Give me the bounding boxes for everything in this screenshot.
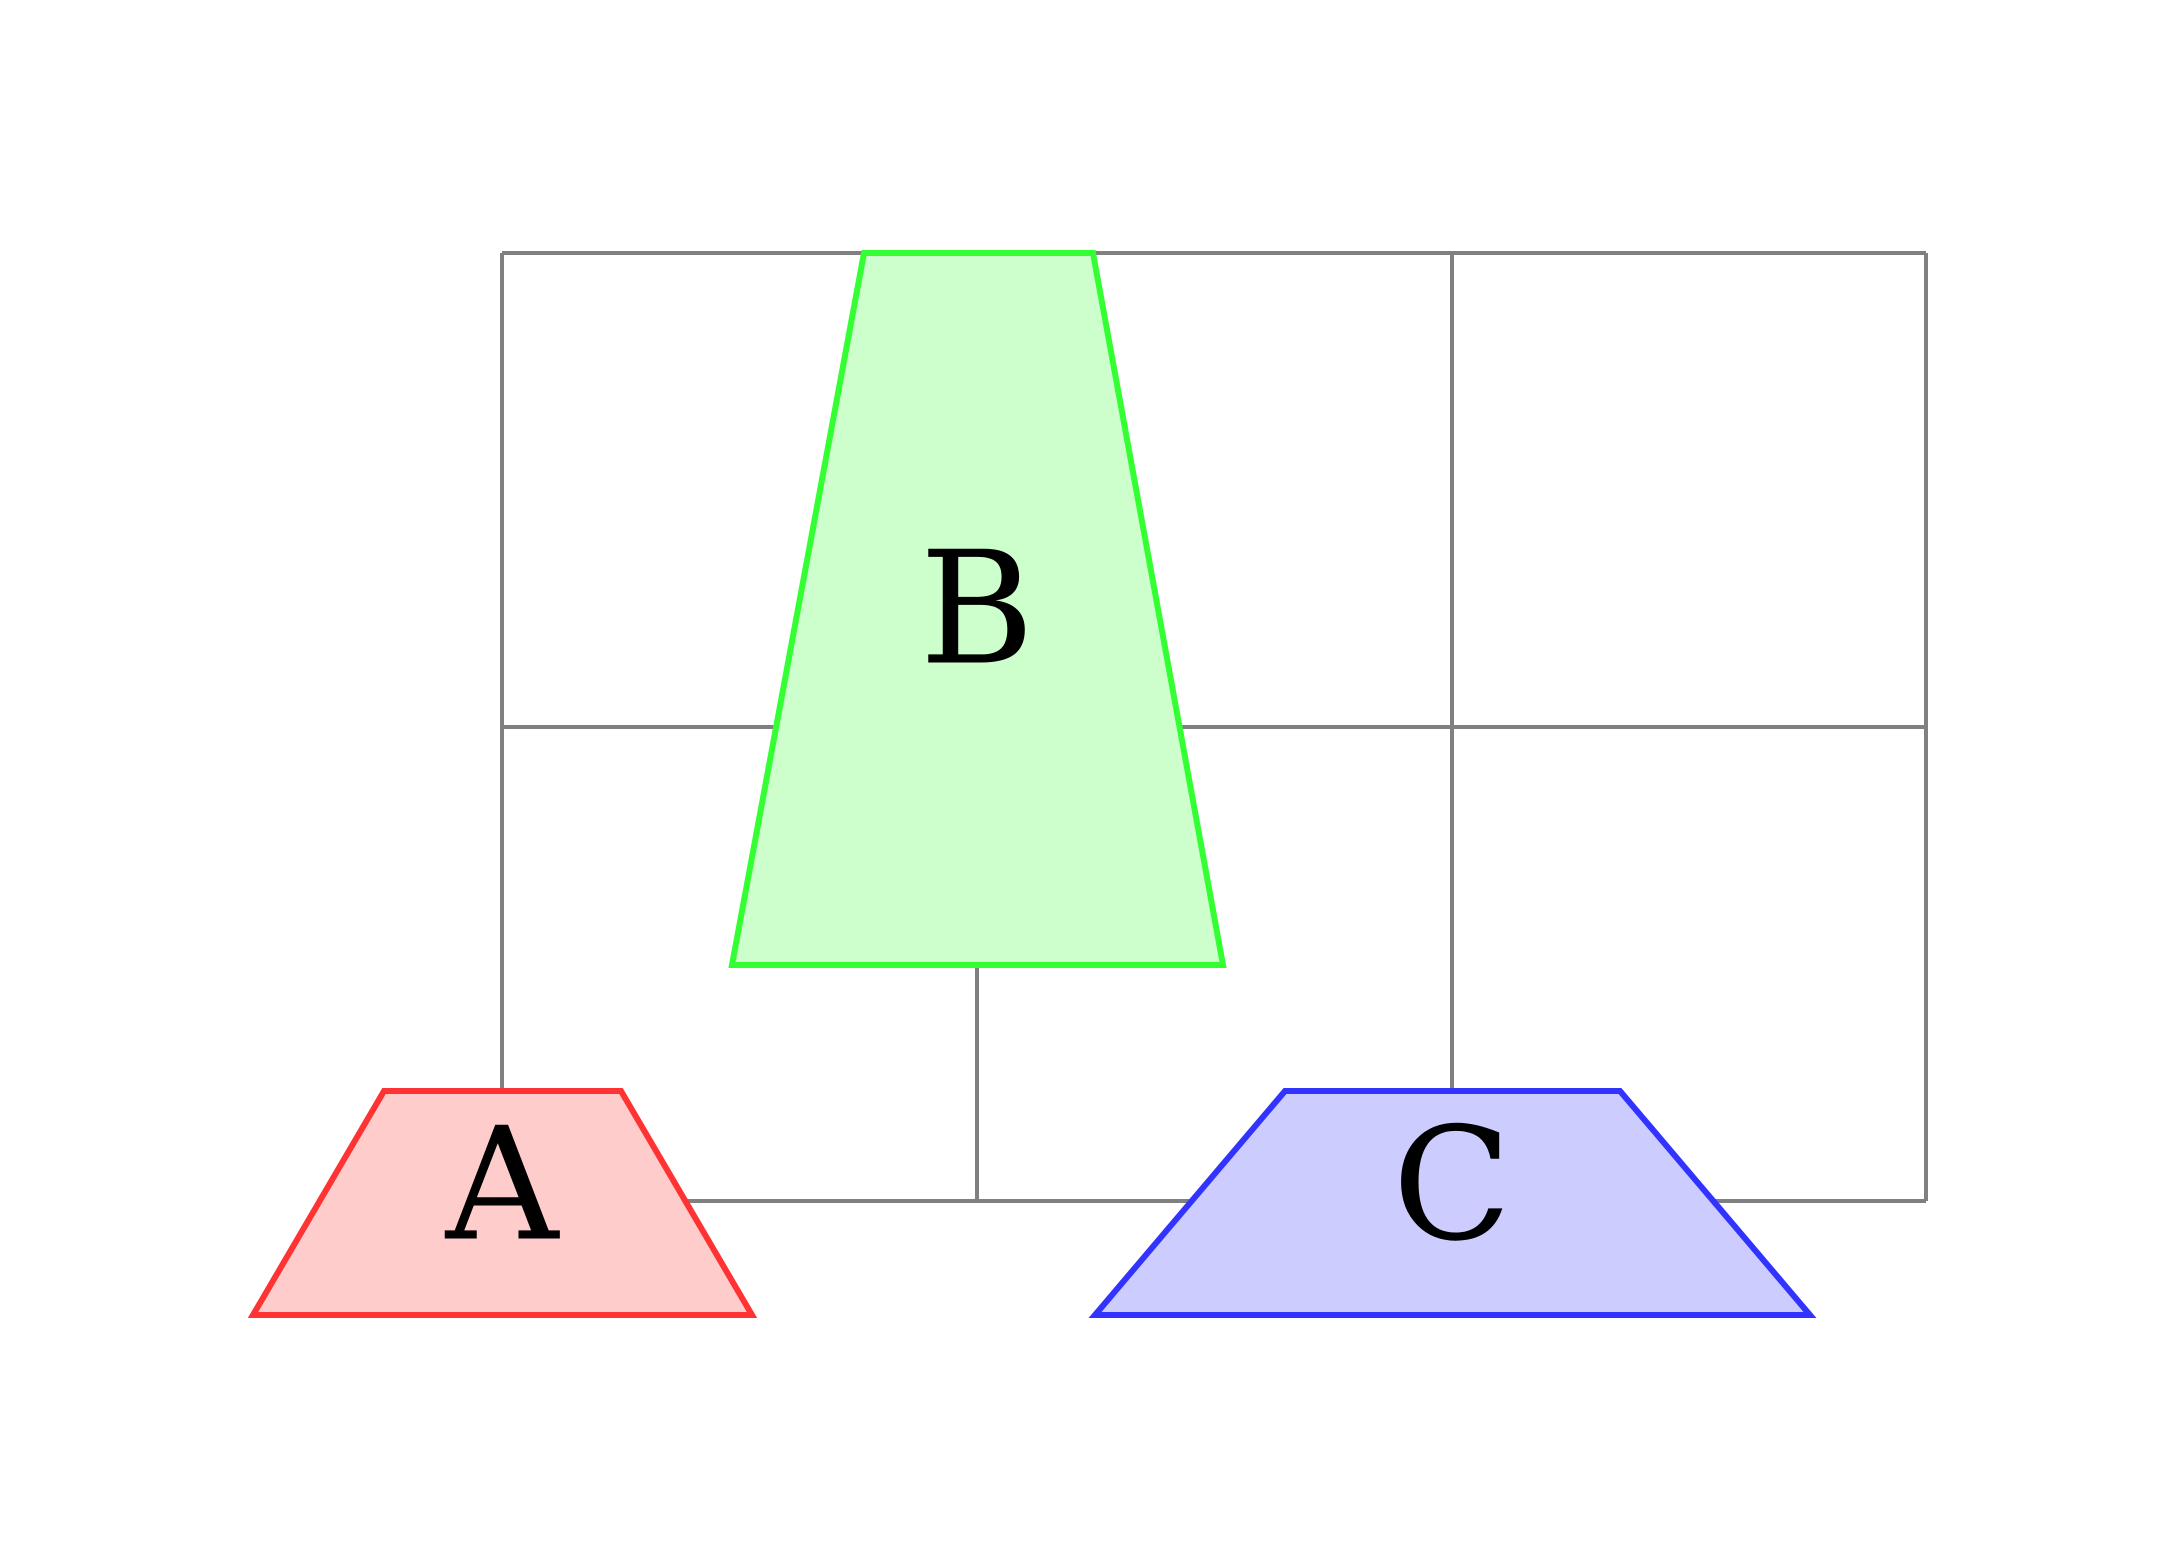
shape-a: A [247,1088,758,1318]
shape-b: B [728,250,1227,968]
shape-c: C [1088,1088,1817,1318]
trapezoid-b [728,250,1227,968]
label-b: B [920,518,1035,700]
grid [500,251,1928,1203]
label-a: A [445,1094,561,1276]
trapezoid-c [1088,1088,1817,1318]
label-c: C [1392,1094,1511,1276]
trapezoid-a [247,1088,758,1318]
